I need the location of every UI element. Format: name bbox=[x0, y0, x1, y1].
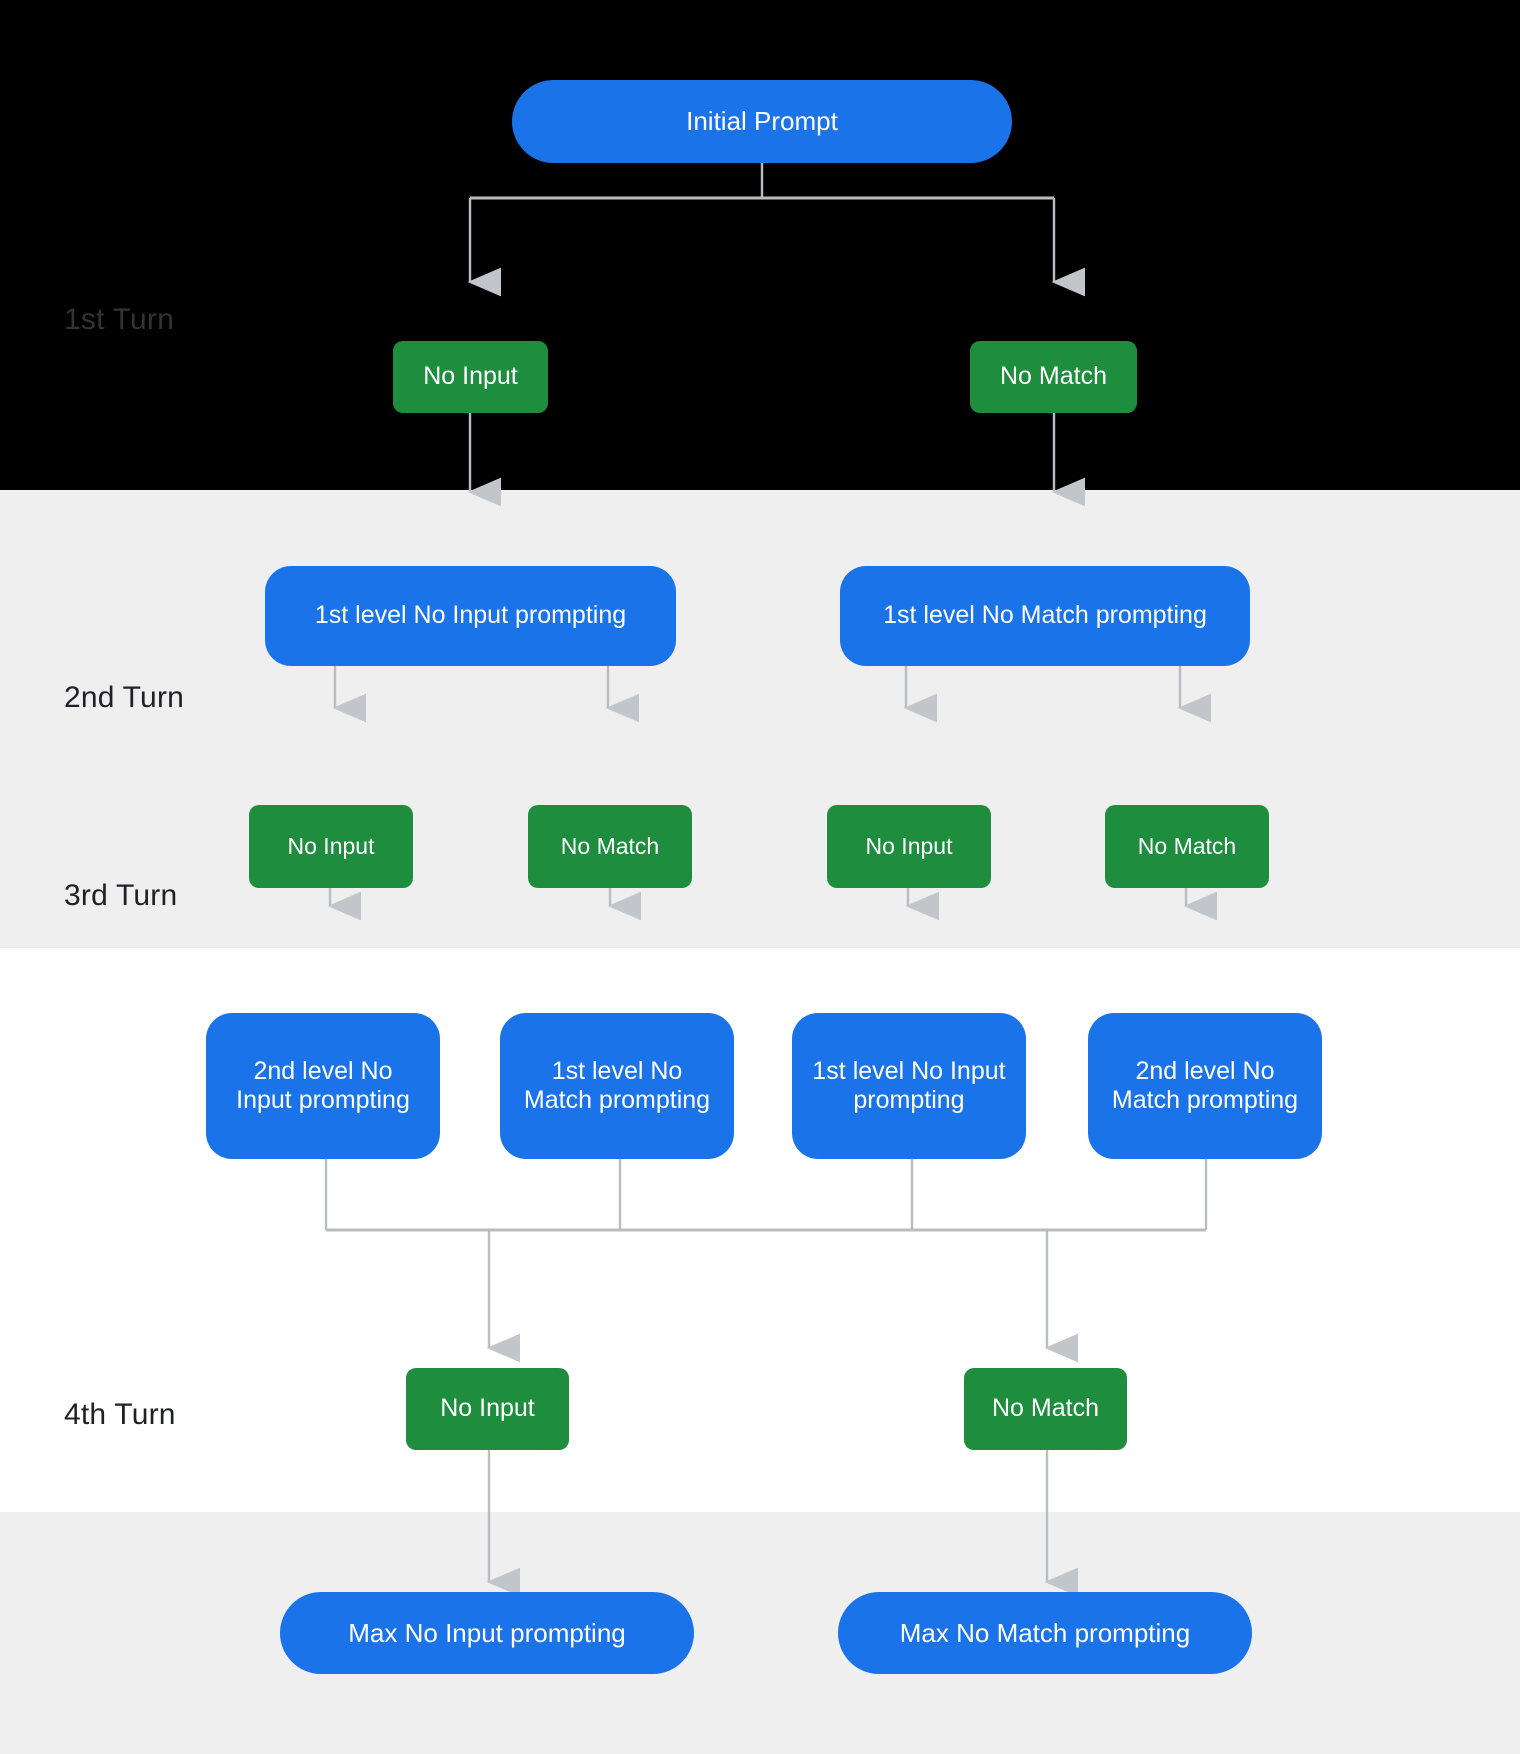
turn-label-1st: 1st Turn bbox=[64, 303, 174, 336]
node-turn2-first-level-no-input-prompting[interactable]: 1st level No Input prompting bbox=[265, 566, 676, 666]
node-turn3-second-level-no-input-prompting[interactable]: 2nd level No Input prompting bbox=[206, 1013, 440, 1159]
node-turn3-first-level-no-input-prompting[interactable]: 1st level No Input prompting bbox=[792, 1013, 1026, 1159]
node-turn2-first-level-no-match-prompting[interactable]: 1st level No Match prompting bbox=[840, 566, 1250, 666]
node-initial-prompt[interactable]: Initial Prompt bbox=[512, 80, 1012, 163]
band-2nd-turn bbox=[0, 490, 1520, 948]
node-turn2-no-input-c[interactable]: No Input bbox=[827, 805, 991, 888]
node-turn2-no-match-d[interactable]: No Match bbox=[1105, 805, 1269, 888]
band-4th-turn bbox=[0, 1512, 1520, 1754]
node-turn3-no-match[interactable]: No Match bbox=[964, 1368, 1127, 1450]
node-turn3-first-level-no-match-prompting[interactable]: 1st level No Match prompting bbox=[500, 1013, 734, 1159]
turn-label-4th: 4th Turn bbox=[64, 1398, 176, 1431]
node-turn1-no-input[interactable]: No Input bbox=[393, 341, 548, 413]
node-turn2-no-match-b[interactable]: No Match bbox=[528, 805, 692, 888]
node-turn3-no-input[interactable]: No Input bbox=[406, 1368, 569, 1450]
node-turn4-max-no-match-prompting[interactable]: Max No Match prompting bbox=[838, 1592, 1252, 1674]
node-turn4-max-no-input-prompting[interactable]: Max No Input prompting bbox=[280, 1592, 694, 1674]
turn-label-2nd: 2nd Turn bbox=[64, 681, 185, 714]
node-turn1-no-match[interactable]: No Match bbox=[970, 341, 1137, 413]
turn-label-3rd: 3rd Turn bbox=[64, 879, 178, 912]
band-1st-turn bbox=[0, 0, 1520, 490]
node-turn2-no-input-a[interactable]: No Input bbox=[249, 805, 413, 888]
node-turn3-second-level-no-match-prompting[interactable]: 2nd level No Match prompting bbox=[1088, 1013, 1322, 1159]
